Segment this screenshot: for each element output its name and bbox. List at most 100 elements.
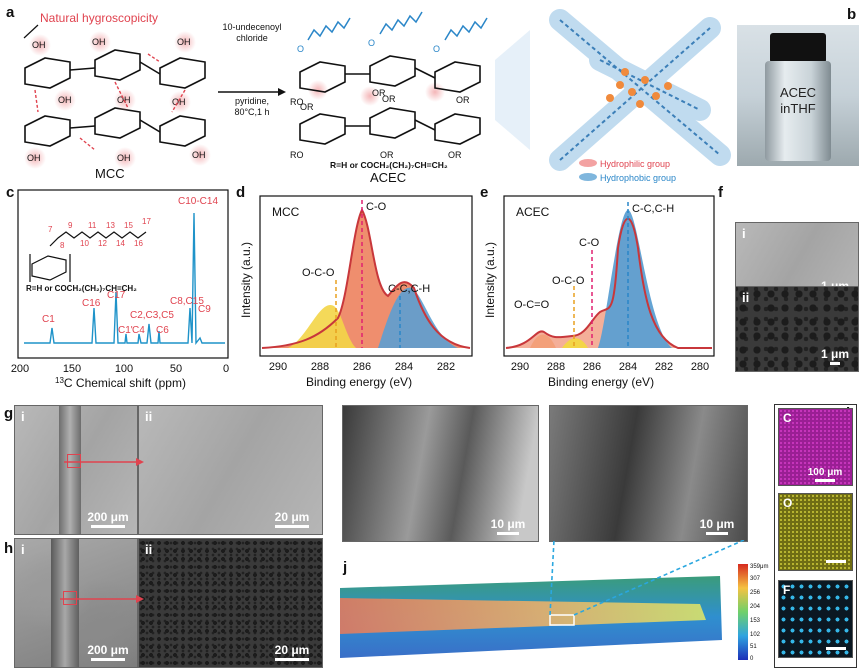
svg-text:288: 288 <box>311 361 329 373</box>
group-legend: Hydrophilic group Hydrophobic group <box>579 159 676 183</box>
panel-letter-e: e <box>480 184 489 201</box>
scale-f-ii: 1 μm <box>818 347 852 365</box>
svg-text:15: 15 <box>124 221 133 230</box>
colorbar-ticks: 359μm 307 256 204 153 102 51 0 <box>750 564 768 662</box>
xps-e-cc-fill <box>598 210 672 348</box>
vial-cap <box>770 33 826 63</box>
eds-map-f: F <box>778 580 853 658</box>
xps-e-peak-co: C-O <box>579 237 600 249</box>
xps-e-peak-cc: C-C,C-H <box>632 203 674 215</box>
scale-g-i: 200 μm <box>85 510 131 528</box>
svg-text:288: 288 <box>547 361 565 373</box>
xps-e-peak-oco2: O-C=O <box>514 299 550 311</box>
panel-letter-g: g <box>4 405 14 422</box>
svg-text:284: 284 <box>619 361 637 373</box>
svg-text:OR: OR <box>380 150 394 160</box>
svg-text:C16: C16 <box>82 298 101 309</box>
svg-text:OR: OR <box>300 102 314 112</box>
svg-text:pyridine,: pyridine, <box>235 96 269 106</box>
scale-bar-o <box>826 560 846 563</box>
panel-letter-b: b <box>847 6 857 23</box>
svg-text:11: 11 <box>88 221 97 230</box>
svg-text:150: 150 <box>63 363 81 375</box>
svg-text:OH: OH <box>32 40 46 50</box>
h-zoom-box <box>63 591 77 605</box>
chain-illustration <box>495 9 731 171</box>
svg-text:C6: C6 <box>156 325 169 336</box>
panel-i-sem: 10 μm <box>342 405 539 542</box>
svg-text:282: 282 <box>655 361 673 373</box>
xps-d-co-fill <box>262 210 470 348</box>
svg-text:256: 256 <box>750 590 761 596</box>
nmr-xticks: 200 150 100 50 0 <box>11 363 229 375</box>
g-zoom-arrow <box>64 458 144 466</box>
panel-e-xps-acec: ACEC C-C,C-H C-O O-C-O O-C=O Intensity (… <box>483 195 715 389</box>
acec-chains <box>307 11 488 41</box>
acec-structure <box>299 55 481 145</box>
svg-text:OH: OH <box>27 153 41 163</box>
panel-letter-j: j <box>343 559 348 576</box>
svg-text:204: 204 <box>750 604 761 610</box>
svg-text:102: 102 <box>750 632 761 638</box>
svg-text:200: 200 <box>11 363 29 375</box>
svg-text:0: 0 <box>750 656 754 662</box>
reaction-arrow: 10-undecenoyl chloride pyridine, 80°C,1 … <box>218 22 286 117</box>
svg-text:C1: C1 <box>42 314 55 325</box>
svg-text:80°C,1 h: 80°C,1 h <box>234 107 269 117</box>
h-bonds <box>34 53 186 151</box>
nmr-r-label: R=H or COCH₂(CH₂)₇CH=CH₂ <box>26 284 137 293</box>
vial-label-2: inTHF <box>780 101 816 116</box>
xps-d-peak-co: C-O <box>366 201 387 213</box>
xps-e-xlabel: Binding energy (eV) <box>548 375 654 389</box>
scale-h-ii: 20 μm <box>270 643 314 661</box>
panel-k-sem: 10 μm <box>549 405 748 542</box>
svg-text:O: O <box>297 44 304 54</box>
xps-e-oco-fill <box>562 338 588 348</box>
xps-e-xticks: 290 288 286 284 282 280 <box>511 361 709 373</box>
panel-c-nmr: C1 C16 C17 C1' C4 C2,C3,C5 C6 C8,C15 C9 … <box>11 189 229 390</box>
svg-text:286: 286 <box>583 361 601 373</box>
svg-text:Hydrophobic group: Hydrophobic group <box>600 173 676 183</box>
xps-e-envelope <box>505 217 712 349</box>
panel-d-xps-mcc: MCC C-O O-C-O C-C,C-H Intensity (a.u.) 2… <box>239 195 473 389</box>
scale-k: 10 μm <box>695 517 739 535</box>
xps-e-ylabel: Intensity (a.u.) <box>483 242 497 318</box>
svg-text:100: 100 <box>115 363 133 375</box>
nmr-spectrum <box>24 212 225 345</box>
svg-text:OH: OH <box>92 37 106 47</box>
svg-text:C9: C9 <box>198 304 211 315</box>
svg-text:Hydrophilic group: Hydrophilic group <box>600 159 670 169</box>
svg-text:C8,C15: C8,C15 <box>170 296 204 307</box>
panel-letter-f: f <box>718 184 723 201</box>
panel-a-schematic: OH OH OH OH OH OH OH OH OH Natural hygro… <box>23 9 731 185</box>
svg-text:OH: OH <box>192 150 206 160</box>
svg-text:C10-C14: C10-C14 <box>178 196 218 207</box>
carbon-numbers: 7 8 9 10 11 12 13 14 15 16 17 <box>48 217 151 250</box>
svg-text:OH: OH <box>172 97 186 107</box>
zoom-guides <box>549 540 745 616</box>
h-fiber <box>51 539 79 667</box>
panel-f-sem-ii: ii 1 μm <box>735 286 859 372</box>
scale-g-ii: 20 μm <box>270 510 314 528</box>
xps-d-xticks: 290 288 286 284 282 <box>269 361 455 373</box>
svg-text:OR: OR <box>448 150 462 160</box>
nmr-structure <box>29 231 147 282</box>
panel-j-heightmap: 359μm 307 256 204 153 102 51 0 <box>340 540 768 662</box>
panel-letter-d: d <box>236 184 246 201</box>
nmr-xlabel: 13C Chemical shift (ppm) <box>55 376 186 390</box>
svg-text:7: 7 <box>48 225 53 234</box>
panel-h-sem-ii: ii 20 μm <box>138 538 323 668</box>
svg-text:290: 290 <box>511 361 529 373</box>
svg-text:C2,C3,C5: C2,C3,C5 <box>130 310 174 321</box>
g-fiber <box>59 406 81 534</box>
xps-d-envelope <box>261 207 471 349</box>
svg-text:282: 282 <box>437 361 455 373</box>
xps-d-peak-oco: O-C-O <box>302 267 335 279</box>
scale-i: 10 μm <box>486 517 530 535</box>
panel-g-sem-ii: ii 20 μm <box>138 405 323 535</box>
mcc-structure <box>24 49 206 147</box>
svg-text:280: 280 <box>691 361 709 373</box>
svg-text:307: 307 <box>750 576 761 582</box>
panel-letter-a: a <box>6 4 15 21</box>
